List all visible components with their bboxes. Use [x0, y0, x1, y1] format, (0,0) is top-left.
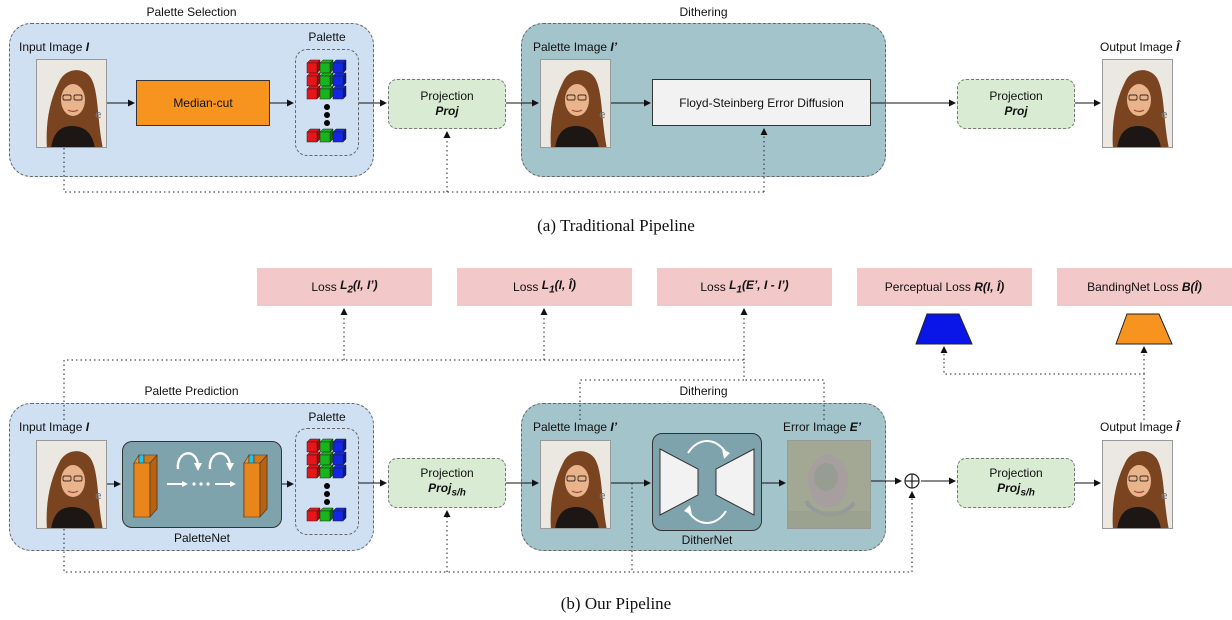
perceptual-loss-box: Perceptual Loss R(I, Î) [857, 268, 1032, 306]
palettenet-icon [133, 452, 268, 519]
palette-label-b: Palette [308, 410, 346, 424]
bandingnet-loss-box: BandingNet Loss B(Î) [1057, 268, 1232, 306]
svg-text:e N: e N [599, 489, 611, 502]
loss-l1-error-box: Loss L1(E’, I - I’) [657, 268, 832, 306]
palette-image-label-b: Palette Image I’ [533, 420, 618, 434]
input-image-label-a: Input Image I [19, 40, 90, 54]
caption-a: (a) Traditional Pipeline [537, 216, 695, 235]
input-image-label-b: Input Image I [19, 420, 90, 434]
svg-text:e N: e N [1161, 108, 1173, 121]
palette-swatch-icon-b [306, 438, 347, 522]
dithernet-label: DitherNet [681, 533, 733, 547]
output-image-label-b: Output Image Î [1100, 420, 1180, 434]
palette-image-a: e N [540, 59, 611, 148]
palette-image-label-a: Palette Image I’ [533, 40, 618, 54]
palette-image-b: e N [540, 440, 611, 529]
bandingnet-network-icon [1115, 313, 1173, 345]
input-image-b: e N [36, 440, 107, 529]
input-image-a: e N [36, 59, 107, 148]
caption-b: (b) Our Pipeline [560, 594, 672, 613]
error-image-label: Error Image E’ [783, 420, 862, 434]
feature-stack-left [133, 453, 158, 519]
floyd-steinberg-box: Floyd-Steinberg Error Diffusion [652, 79, 871, 126]
feature-stack-right [243, 453, 268, 519]
loss-l2-box: Loss L2(I, I’) [257, 268, 432, 306]
loss-l1-output-box: Loss L1(I, Î) [457, 268, 632, 306]
palette-selection-title: Palette Selection [146, 5, 237, 19]
svg-text:e N: e N [599, 108, 611, 121]
output-image-a: e N [1102, 59, 1173, 148]
error-image [787, 440, 871, 529]
svg-text:e N: e N [95, 108, 107, 121]
svg-text:e N: e N [1161, 489, 1173, 502]
svg-text:e N: e N [95, 489, 107, 502]
dithering-title-b: Dithering [679, 384, 728, 398]
palettenet-label: PaletteNet [173, 531, 231, 545]
median-cut-box: Median-cut [136, 80, 270, 126]
palette-swatch-icon-a [306, 59, 347, 143]
dithering-title-a: Dithering [679, 5, 728, 19]
output-image-b: e N [1102, 440, 1173, 529]
output-image-label-a: Output Image Î [1100, 40, 1180, 54]
perceptual-network-icon [915, 313, 973, 345]
sum-circle-icon [904, 473, 920, 489]
palette-label-a: Palette [308, 30, 346, 44]
encoder-decoder-icon [659, 440, 755, 524]
palette-prediction-title: Palette Prediction [144, 384, 239, 398]
